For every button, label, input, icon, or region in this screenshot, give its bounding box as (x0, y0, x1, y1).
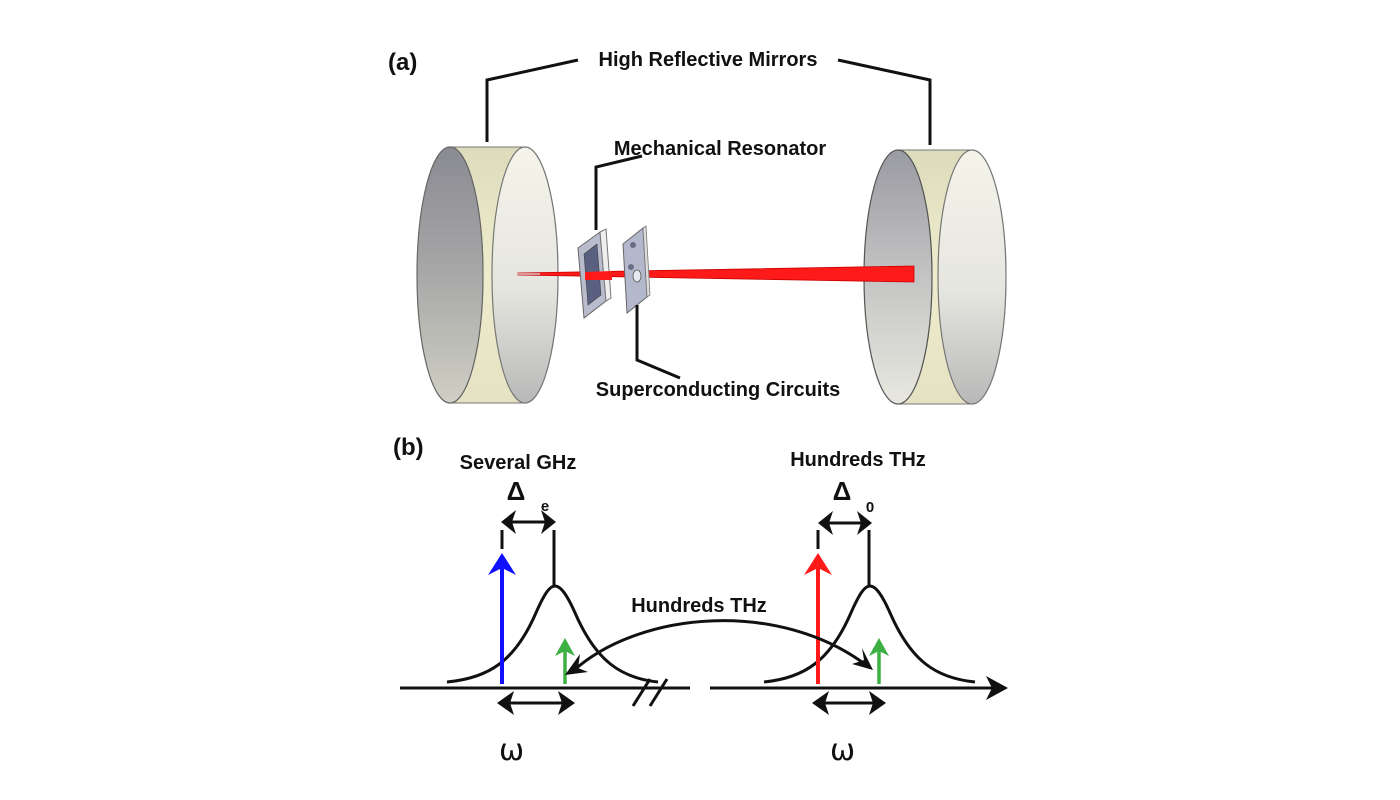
panel-a-label: (a) (388, 49, 417, 76)
laser-beam (517, 265, 915, 283)
hundreds-thz-top-label: Hundreds THz (790, 449, 926, 471)
circuits-label: Superconducting Circuits (596, 379, 840, 401)
resonator-label: Mechanical Resonator (614, 138, 827, 160)
conversion-arrowhead-left (565, 654, 588, 675)
omega-label-right: ω (830, 733, 855, 768)
omega-arrow-left (497, 691, 575, 715)
optical-signal-arrow (869, 638, 889, 684)
superconducting-circuits (622, 225, 651, 314)
mirrors-label: High Reflective Mirrors (599, 49, 818, 71)
laser-beam-segment (585, 271, 612, 280)
delta-e-subscript: e (541, 498, 549, 515)
microwave-pump-arrow (488, 553, 516, 684)
detuning-arrow-right (818, 511, 872, 535)
omega-arrow-right (812, 691, 886, 715)
right-mirror-outer-face (937, 149, 1007, 405)
delta-e-symbol: Δ (507, 476, 526, 506)
omega-label-left: ω (499, 733, 524, 768)
circuit-hole-top (630, 242, 636, 248)
hundreds-thz-middle-label: Hundreds THz (631, 595, 767, 617)
delta-0-symbol: Δ (833, 476, 852, 506)
detuning-arrow-left (501, 510, 556, 534)
axis-break-mark-1 (631, 678, 652, 707)
conversion-arrowhead-right (852, 648, 873, 670)
circuit-hole-mid (628, 264, 634, 270)
resonator-leader (594, 154, 643, 230)
mirror-leader-left (485, 58, 579, 142)
circuits-leader (635, 305, 681, 380)
delta-0-subscript: 0 (866, 499, 874, 516)
circuit-aperture (632, 269, 642, 283)
axis-break-mark-2 (648, 678, 669, 707)
conversion-arc (570, 619, 867, 674)
microwave-resonance-curve (446, 584, 659, 684)
axis-arrowhead (986, 676, 1008, 700)
optical-resonance-curve (763, 584, 976, 684)
left-mirror-back-face (416, 146, 484, 404)
optical-pump-arrow (804, 553, 832, 684)
panel-b-label: (b) (393, 434, 424, 461)
mirror-leader-right (837, 58, 932, 145)
microwave-signal-arrow (555, 638, 575, 684)
several-ghz-label: Several GHz (460, 452, 577, 474)
